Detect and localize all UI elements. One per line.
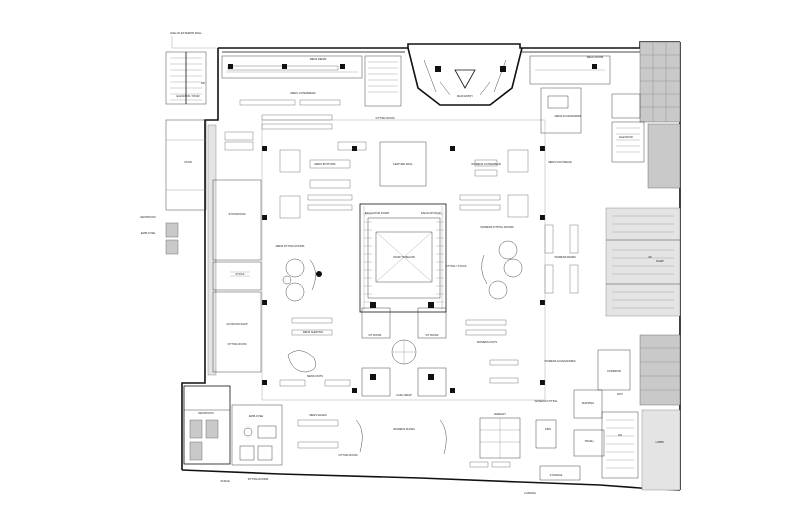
top-band	[221, 47, 611, 134]
kids-label: KIDS	[545, 427, 551, 431]
loading-label: LOADING	[524, 491, 536, 495]
fitting-stock-label: FITTING / STOCK	[445, 264, 466, 268]
mens-fitting-rooms-label: MENS FITTING ROOMS	[276, 244, 305, 248]
trash-label: TRASH	[585, 439, 594, 443]
fit-room-label-1: FIT ROOM	[369, 333, 382, 337]
dn-label: DN	[618, 433, 622, 437]
bottom-band	[183, 349, 631, 481]
cash-wrap-label: CASH WRAP	[396, 393, 412, 397]
mens-knits-label: MENS KNITS	[307, 374, 323, 378]
sales-floor	[224, 99, 579, 397]
right-service-zone	[601, 41, 681, 491]
elevator-right-label: ELEVATOR	[619, 135, 633, 139]
feature-wall-label: FEATURE WALL	[393, 162, 413, 166]
womens-shoes-label: WOMENS SHOES	[393, 427, 415, 431]
stair-label: STAIR	[184, 160, 192, 164]
employee-bottom-label: EMPLOYEE	[249, 414, 264, 418]
main-entry-label: MAIN ENTRY	[457, 94, 473, 98]
fit-room-label-2: FIT ROOM	[426, 333, 439, 337]
escalator-down-label: ESCALATOR DOWN	[365, 211, 390, 215]
ramp-label: RAMP	[656, 259, 664, 263]
womens-fitting-rooms-label: WOMENS FITTING ROOMS	[480, 225, 514, 229]
womens-knits-label: WOMENS KNITS	[477, 340, 498, 344]
building-shell	[171, 36, 681, 491]
elevator-stair-label: ELEVATOR / STAIR	[176, 94, 199, 98]
left-service-zone	[165, 51, 262, 376]
womens-fitting-label: WOMENS FITTING	[535, 399, 558, 403]
stair-to-below-label: STAIR TO BELOW	[393, 255, 415, 259]
outdoor-shop-label: OUTDOOR SHOP	[226, 322, 248, 326]
fitting-room-top-label: FITTING ROOM	[376, 116, 395, 120]
shipping-label: SHIPPING	[582, 401, 594, 405]
corridor-label: CORRIDOR	[607, 369, 621, 373]
rr-label: RR	[201, 81, 205, 85]
stock-label: STOCK	[236, 272, 245, 276]
mech-room-top-label: MECH ROOM	[587, 55, 603, 59]
jewelry-label: JEWELRY	[494, 412, 506, 416]
escalator-up-label: ESCALATOR UP	[421, 211, 441, 215]
mens-accessories-label: MENS ACCESSORIES	[555, 114, 582, 118]
mens-footwear-label: MENS FOOTWEAR	[548, 160, 571, 164]
mens-bottoms-label: MENS BOTTOMS	[315, 162, 336, 166]
employee-label: EMPLOYEE	[141, 231, 156, 235]
up-label: UP	[648, 255, 652, 259]
exterior-wall-label: LINE OF EXTERIOR WALL	[170, 31, 202, 35]
mens-outerwear-label: MENS OUTERWEAR	[290, 91, 315, 95]
storage-label: STORAGE	[550, 473, 563, 477]
lobby-label: LOBBY	[656, 440, 665, 444]
mens-denim-label: MENS DENIM	[310, 57, 327, 61]
womens-outerwear-label: WOMENS OUTERWEAR	[471, 162, 501, 166]
exit-label: EXIT	[617, 392, 623, 396]
womens-denim-label: WOMENS DENIM	[554, 255, 575, 259]
fitting-room-left-label: FITTING ROOM	[228, 342, 247, 346]
restroom-label: RESTROOM	[141, 215, 156, 219]
mens-shirting-label: MENS SHIRTING	[303, 330, 324, 334]
office-label: OFFICE	[220, 479, 230, 483]
grid-lines	[261, 119, 546, 401]
stockroom-label: STOCKROOM	[229, 212, 246, 216]
fitting-room-bottom-label: FITTING ROOM	[339, 453, 358, 457]
fitting-rooms-bottom-label: FITTING ROOMS	[248, 477, 269, 481]
womens-accessories-label: WOMENS ACCESSORIES	[544, 359, 576, 363]
mens-shoes-label: MENS SHOES	[309, 413, 327, 417]
restroom-bottom-label: RESTROOM	[199, 411, 214, 415]
